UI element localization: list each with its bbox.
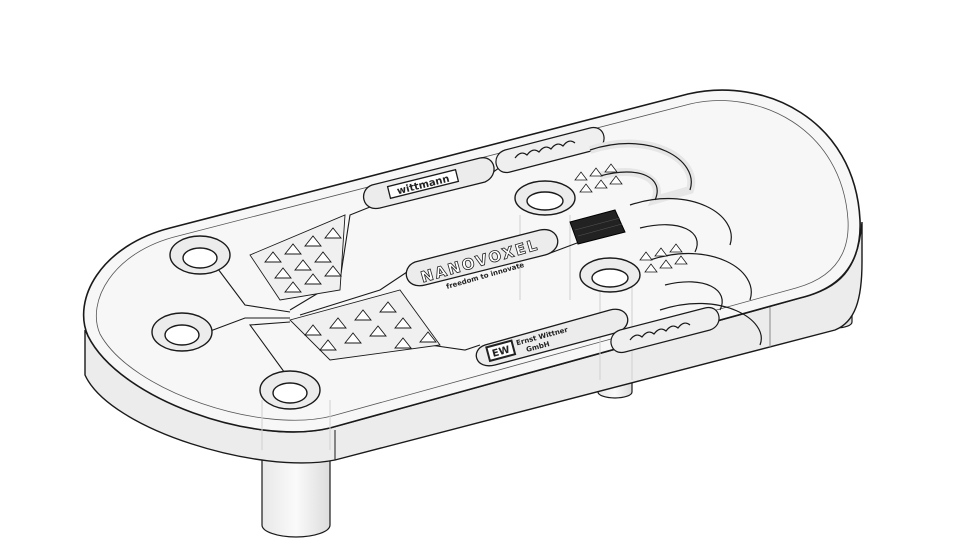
engraving-ew: EW xyxy=(491,345,511,360)
serpentine-channels xyxy=(495,126,762,354)
port-3 xyxy=(259,370,321,410)
pillar-field-right xyxy=(574,163,688,273)
plate-rim xyxy=(95,100,849,421)
chamber-lower: EW Ernst Wittner GmbH xyxy=(475,308,629,367)
pillar-array-upper xyxy=(249,214,346,301)
port-5 xyxy=(579,257,641,293)
chamber-upper: wittmann xyxy=(362,157,495,210)
pillar-array-lower xyxy=(289,289,441,361)
dense-pillar-array xyxy=(569,209,626,245)
pin-front-left xyxy=(261,449,331,538)
port-1 xyxy=(169,235,231,275)
port-4 xyxy=(514,180,576,216)
inlet-ports xyxy=(151,180,641,410)
ew-logo xyxy=(485,339,517,363)
port-2 xyxy=(151,312,213,352)
